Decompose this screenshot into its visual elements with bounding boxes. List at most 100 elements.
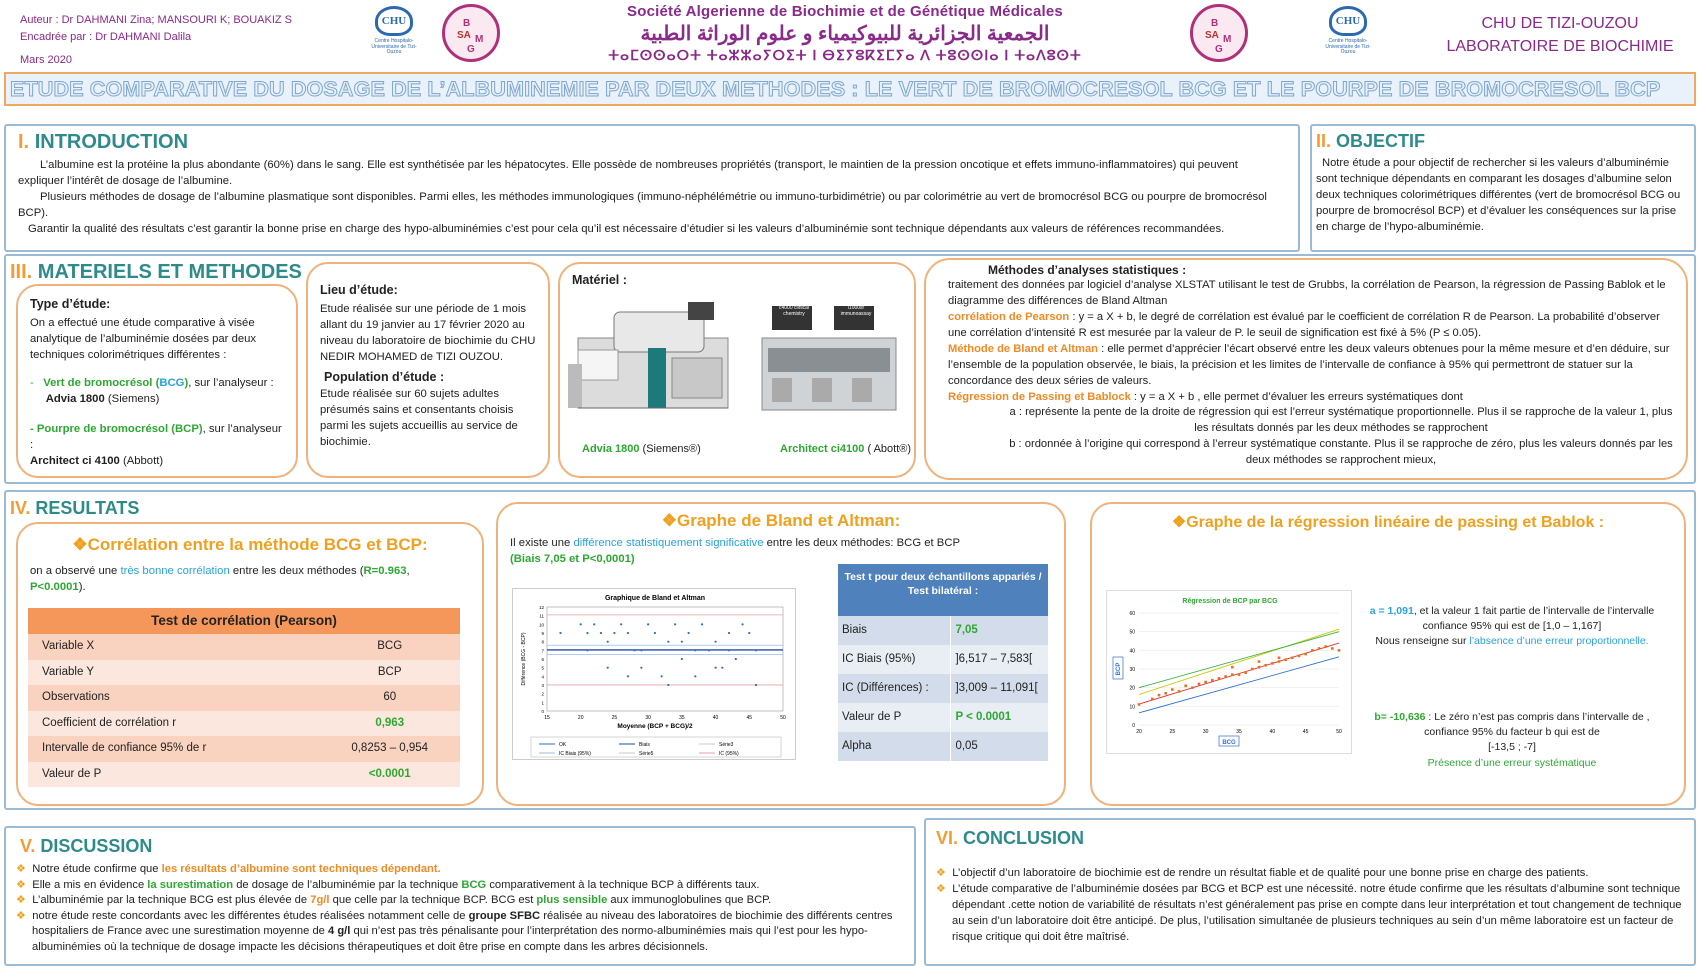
data-point (694, 649, 697, 652)
y-tick-label: 8 (541, 640, 544, 645)
stats-bland: Méthode de Bland et Altman : elle permet… (948, 342, 1670, 387)
x-tick-label: 25 (1170, 729, 1176, 735)
title-banner: ETUDE COMPARATIVE DU DOSAGE DE L’ALBUMIN… (4, 72, 1696, 106)
intro-p3: Garantir la qualité des résultats c’est … (28, 223, 1225, 236)
data-point (667, 640, 670, 643)
bland-title: ❖Graphe de Bland et Altman: (661, 511, 901, 530)
y-tick-label: 3 (541, 683, 544, 688)
pearson-value: 0,963 (375, 716, 405, 729)
architect-caption: Architect ci4100 ( Abott®) (780, 443, 912, 455)
data-point (1317, 647, 1321, 650)
discussion-item: ❖ Elle a mis en évidence la surestimatio… (16, 878, 760, 891)
data-point (748, 631, 751, 635)
architect-analyzer-image (761, 306, 897, 411)
x-axis-label: BCG (1222, 740, 1236, 746)
diamond-bullet-icon: ❖ (936, 867, 947, 880)
data-point (1171, 688, 1174, 691)
stats-a: a : représente la pente de la droite de … (1009, 406, 1673, 435)
lieu-etude-box: Lieu d’étude: Etude réalisée sur une pér… (306, 262, 550, 478)
data-point (1177, 690, 1181, 693)
legend-label: Série5 (639, 751, 654, 757)
data-point (1217, 677, 1221, 680)
discussion-list: ❖ Notre étude confirme que les résultats… (16, 862, 904, 955)
pearson-value: <0.0001 (368, 767, 411, 780)
data-point (707, 649, 710, 652)
stats-box: Méthodes d’analyses statistiques : trait… (924, 258, 1688, 480)
chu-caption: Centre Hospitalo-Universitaire de Tizi-O… (371, 38, 417, 55)
objectif-heading: II. OBJECTIF (1316, 131, 1426, 151)
data-point (559, 631, 562, 635)
data-point (586, 649, 589, 652)
society-fr: Société Algerienne de Biochimie et de Gé… (627, 3, 1063, 20)
data-point (754, 683, 758, 687)
pearson-value: 60 (383, 691, 397, 704)
x-tick-label: 45 (1303, 729, 1309, 735)
stats-passing: Régression de Passing et Bablock : y = a… (948, 390, 1463, 403)
data-point (653, 631, 656, 635)
type-text: On a effectué une étude comparative à vi… (30, 316, 257, 361)
data-point (626, 675, 630, 678)
section-discussion: V. DISCUSSION ❖ Notre étude confirme que… (4, 826, 916, 966)
methods-heading: III. MATERIELS ET METHODES (10, 261, 302, 283)
x-tick-label: 20 (578, 715, 584, 721)
section-objectif: II. OBJECTIF Notre étude a pour objectif… (1310, 124, 1696, 252)
x-tick-label: 40 (713, 715, 719, 721)
pearson-value: 0,8253 – 0,954 (351, 742, 429, 755)
x-tick-label: 15 (544, 715, 550, 721)
sambm-logo-right: B SA M G (1190, 4, 1248, 62)
legend-label: IC Biais (95%) (559, 751, 591, 757)
data-point (593, 623, 596, 626)
ttest-value: ]3,009 – 11,091[ (955, 681, 1038, 694)
data-point (640, 649, 643, 652)
data-point (647, 623, 650, 626)
y-tick-label: 10 (1129, 704, 1135, 710)
ttest-key: IC Biais (95%) (838, 645, 952, 674)
bland-altman-chart: Graphique de Bland et Altman012345678910… (512, 588, 796, 760)
data-point (721, 666, 724, 669)
data-point (1191, 686, 1194, 689)
x-tick-label: 35 (1236, 729, 1242, 735)
data-point (640, 666, 643, 669)
lab-line2: LABORATOIRE DE BIOCHIMIE (1446, 38, 1674, 56)
ttest-key: Valeur de P (838, 703, 952, 732)
chu-logo-right: CHU Centre Hospitalo-Universitaire de Ti… (1318, 6, 1378, 66)
data-point (680, 657, 683, 661)
pop-text: Etude réalisée sur 60 sujets adultes pré… (320, 387, 518, 448)
data-point (1277, 660, 1281, 663)
data-point (700, 623, 704, 626)
data-point (1337, 649, 1341, 652)
data-point (674, 623, 677, 626)
diamond-bullet-icon: ❖ (16, 878, 27, 891)
x-label-box (1218, 735, 1240, 747)
materiel-box: Matériel : c4000 clinical chemistry i100… (558, 262, 916, 478)
data-point (1331, 647, 1334, 650)
lab-block: CHU DE TIZI-OUZOU LABORATOIRE DE BIOCHIM… (1430, 12, 1690, 58)
x-axis-label: Moyenne (BCP + BCG)/2 (617, 723, 693, 730)
supervisor: Encadrée par : Dr DAHMANI Dalila (20, 31, 192, 44)
lieu-text: Etude réalisée sur une période de 1 mois… (320, 302, 536, 363)
diamond-bullet-icon: ❖ (16, 894, 27, 907)
corr-title: ❖Corrélation entre la méthode BCG et BCP… (72, 535, 428, 554)
pearson-key: Intervalle de confiance 95% de r (42, 742, 207, 755)
chu-logo-left: CHU Centre Hospitalo-Universitaire de Ti… (364, 6, 424, 66)
data-point (714, 640, 717, 643)
pearson-table: Test de corrélation (Pearson) Variable X… (28, 608, 460, 788)
data-point (1271, 662, 1274, 665)
data-point (1311, 649, 1314, 652)
x-tick-label: 30 (645, 715, 651, 721)
diamond-bullet-icon: ❖ (936, 883, 947, 896)
x-tick-label: 25 (612, 715, 618, 721)
data-point (694, 675, 697, 678)
stats-pearson: corrélation de Pearson : y = a X + b, le… (948, 311, 1660, 339)
pop-title: Population d’étude : (324, 370, 445, 384)
intro-heading: I. INTRODUCTION (18, 131, 189, 153)
diamond-bullet-icon: ❖ (1171, 514, 1187, 531)
lieu-title: Lieu d’étude: (320, 283, 398, 297)
data-point (1284, 658, 1287, 661)
diamond-bullet-icon: ❖ (661, 511, 677, 530)
x-tick-label: 45 (747, 715, 753, 721)
data-point (626, 631, 630, 635)
advia-analyzer-image (568, 302, 729, 409)
section-results: IV. RESULTATS (4, 490, 1696, 810)
